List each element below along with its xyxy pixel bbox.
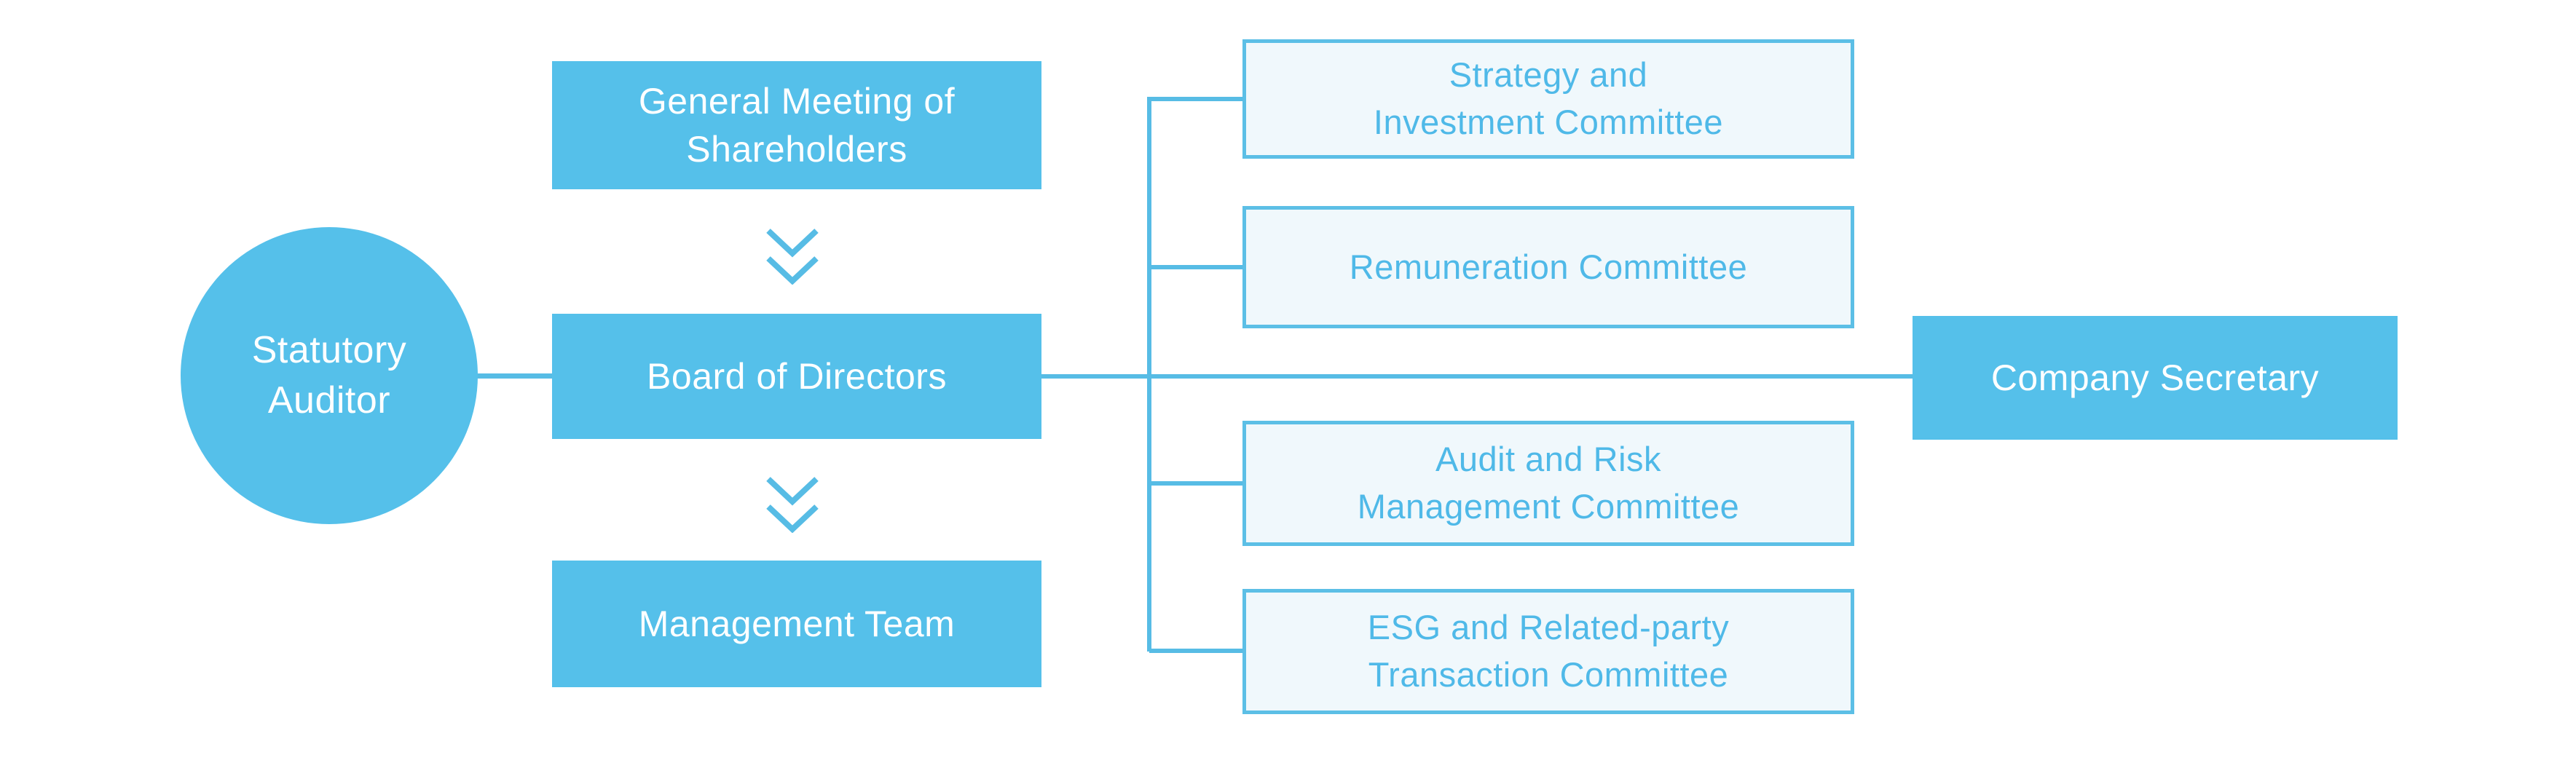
connector-stub-audit [1149, 481, 1244, 486]
committee-remuneration-label: Remuneration Committee [1349, 247, 1748, 286]
committee-node-audit-risk: Audit and Risk Management Committee [1242, 421, 1854, 546]
connector-auditor-board [473, 373, 555, 379]
management-team-node: Management Team [552, 561, 1041, 687]
committee-node-remuneration: Remuneration Committee [1242, 206, 1854, 328]
statutory-auditor-label: Statutory Auditor [251, 329, 407, 421]
general-meeting-label: General Meeting of Shareholders [638, 81, 956, 170]
committee-audit-risk-label: Audit and Risk Management Committee [1357, 440, 1740, 526]
statutory-auditor-node: Statutory Auditor [181, 227, 478, 524]
board-of-directors-node: Board of Directors [552, 314, 1041, 439]
connector-board-secretary [1039, 374, 1915, 379]
connector-committee-trunk [1147, 97, 1151, 652]
double-chevron-down-icon [765, 228, 819, 285]
general-meeting-node: General Meeting of Shareholders [552, 61, 1041, 189]
connector-stub-remuneration [1149, 265, 1244, 269]
company-secretary-label: Company Secretary [1990, 357, 2320, 398]
committee-node-strategy-investment: Strategy and Investment Committee [1242, 39, 1854, 159]
board-of-directors-label: Board of Directors [647, 356, 947, 397]
connector-stub-strategy [1149, 97, 1244, 101]
management-team-label: Management Team [638, 603, 956, 644]
committee-node-esg-transaction: ESG and Related-party Transaction Commit… [1242, 589, 1854, 714]
committee-strategy-investment-label: Strategy and Investment Committee [1373, 55, 1724, 141]
connector-stub-esg [1149, 649, 1244, 653]
double-chevron-down-icon [765, 476, 819, 533]
company-secretary-node: Company Secretary [1913, 316, 2398, 440]
committee-esg-transaction-label: ESG and Related-party Transaction Commit… [1367, 608, 1730, 694]
